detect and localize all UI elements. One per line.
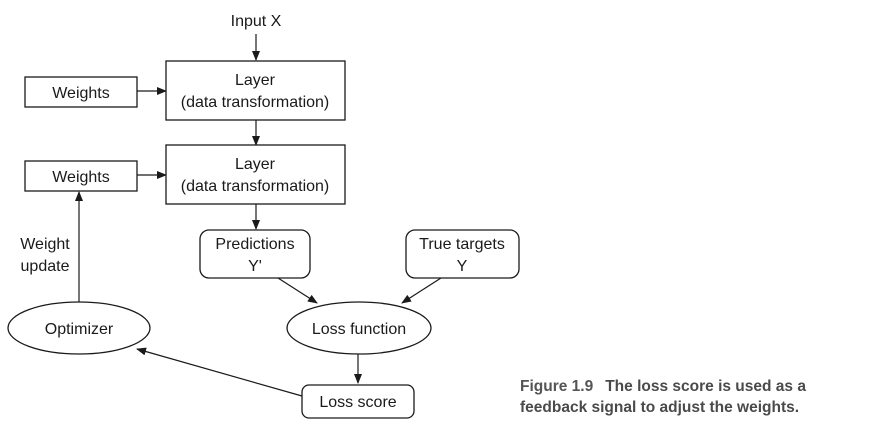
loss-score-box: Loss score <box>301 384 415 419</box>
predictions-label: Predictions <box>215 236 294 253</box>
predictions-symbol: Y' <box>248 258 262 275</box>
weights2-box: Weights <box>24 160 138 192</box>
layer2-box: Layer (data transformation) <box>165 144 346 205</box>
figure-caption-text: The loss score is used as a feedback sig… <box>520 378 806 416</box>
weights1-box: Weights <box>24 76 138 108</box>
true-targets-label: True targets <box>419 236 505 253</box>
edge-predictions-to-loss-function <box>277 277 318 304</box>
layer2-subtitle: (data transformation) <box>181 178 330 195</box>
weights2-label: Weights <box>52 169 110 186</box>
predictions-box: Predictions Y' <box>199 229 311 279</box>
true-targets-box: True targets Y <box>405 229 520 279</box>
edge-loss-score-to-optimizer <box>136 347 303 397</box>
weights1-label: Weights <box>52 85 110 102</box>
loss-function-ellipse: Loss function <box>286 301 432 355</box>
weight-update-line2: update <box>21 258 70 275</box>
layer1-title: Layer <box>235 72 276 89</box>
optimizer-label: Optimizer <box>45 321 114 338</box>
figure-number: Figure 1.9 <box>520 378 594 395</box>
weight-update-line1: Weight <box>20 236 70 253</box>
layer1-box: Layer (data transformation) <box>165 60 346 121</box>
true-targets-symbol: Y <box>457 258 468 275</box>
edge-targets-to-loss-function <box>401 277 442 304</box>
layer1-subtitle: (data transformation) <box>181 94 330 111</box>
loss-score-label: Loss score <box>319 394 396 411</box>
loss-function-label: Loss function <box>312 321 406 338</box>
layer2-title: Layer <box>235 156 276 173</box>
optimizer-ellipse: Optimizer <box>7 301 151 355</box>
input-x-label: Input X <box>231 13 282 30</box>
